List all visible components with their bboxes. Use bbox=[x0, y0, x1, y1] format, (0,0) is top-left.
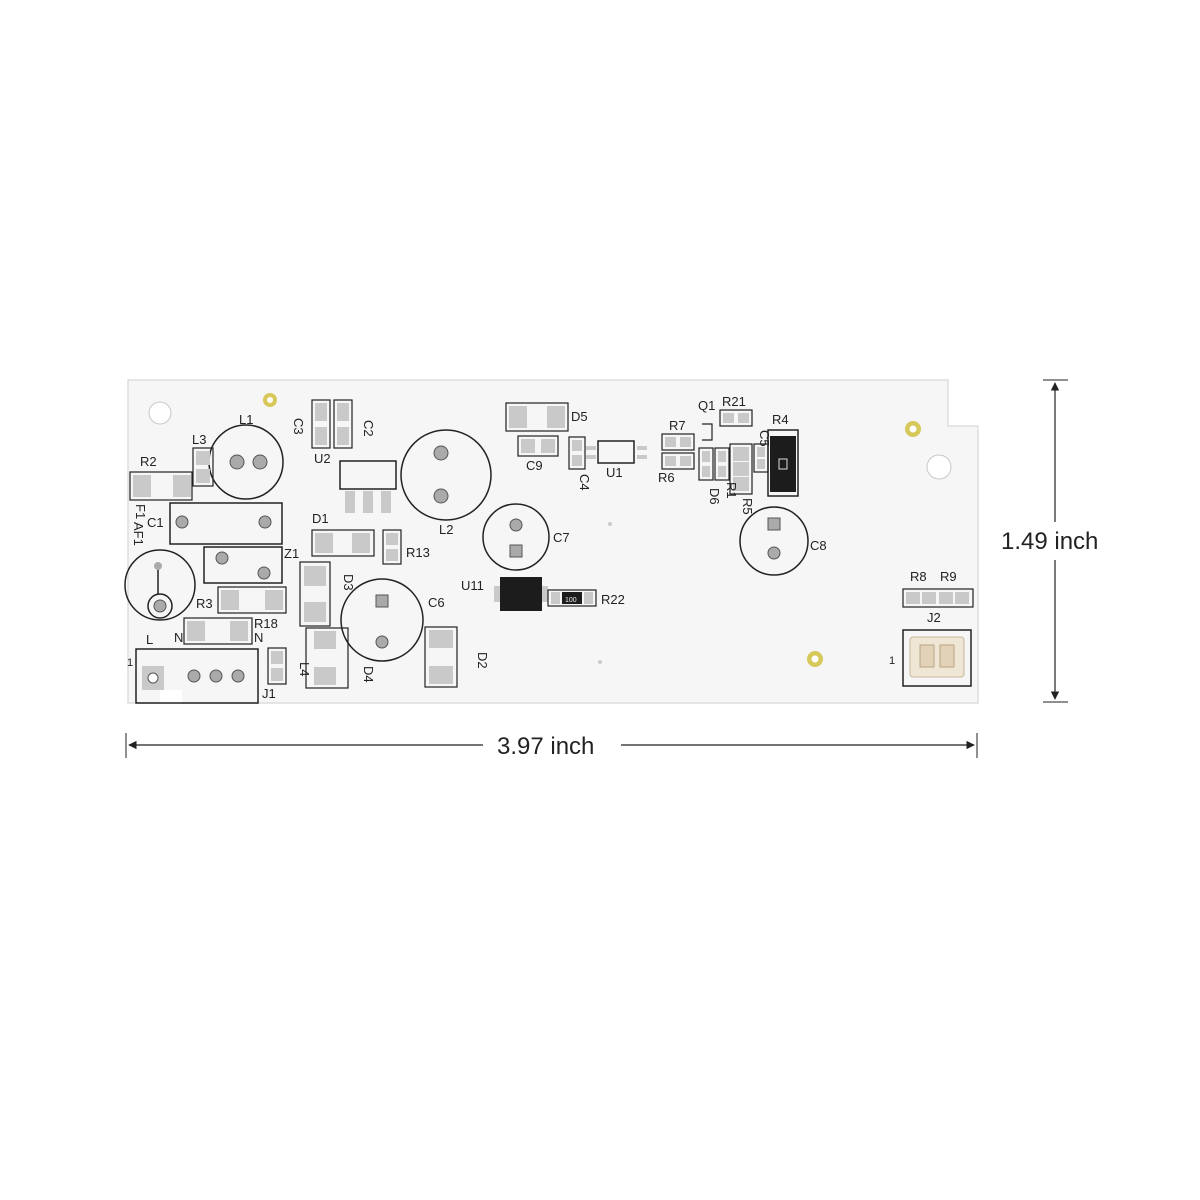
label-terminal-n: N bbox=[174, 630, 183, 645]
capacitor-c6 bbox=[340, 578, 424, 662]
label-r2: R2 bbox=[140, 454, 157, 469]
fuse-f1 bbox=[124, 549, 196, 621]
resistor-r4 bbox=[767, 429, 799, 497]
label-j2: J2 bbox=[927, 610, 941, 625]
capacitor-c3 bbox=[311, 399, 331, 449]
label-d3: D3 bbox=[341, 574, 356, 591]
height-dimension: 1.49 inch bbox=[1001, 379, 1098, 703]
chip-u11 bbox=[494, 577, 548, 611]
label-c4: C4 bbox=[577, 474, 592, 491]
label-r1: R1 bbox=[724, 482, 739, 499]
resistor-r7 bbox=[661, 433, 695, 451]
chip-u1 bbox=[586, 440, 647, 464]
label-pin1-left: 1 bbox=[127, 657, 133, 669]
label-d1: D1 bbox=[312, 511, 329, 526]
circuit-board: L1 L2 L3 L4 C1 C2 C3 C4 C5 C6 C7 C8 C9 R… bbox=[124, 379, 979, 706]
capacitor-c7 bbox=[482, 503, 550, 571]
label-terminal-l: L bbox=[146, 632, 153, 647]
inductor-l4 bbox=[305, 627, 349, 689]
label-u1: U1 bbox=[606, 465, 623, 480]
resistor-r18 bbox=[183, 617, 253, 645]
label-pin1-right: 1 bbox=[889, 655, 895, 667]
regulator-u2 bbox=[339, 460, 397, 513]
label-l3: L3 bbox=[192, 432, 206, 447]
diode-d5 bbox=[505, 402, 569, 432]
resistor-r5 bbox=[729, 443, 753, 495]
label-j1: J1 bbox=[262, 686, 276, 701]
capacitor-c2 bbox=[333, 399, 353, 449]
resistor-r21 bbox=[719, 409, 753, 427]
label-u11: U11 bbox=[461, 578, 484, 593]
label-r13: R13 bbox=[406, 545, 430, 560]
r22-marking: 100 bbox=[565, 597, 577, 604]
label-r8: R8 bbox=[910, 569, 927, 584]
label-z1: Z1 bbox=[284, 546, 299, 561]
height-label: 1.49 inch bbox=[1001, 528, 1098, 555]
label-terminal-n2: N bbox=[254, 630, 263, 645]
label-l4: L4 bbox=[297, 662, 312, 676]
mount-hole-top-left bbox=[148, 401, 172, 425]
connector-j1 bbox=[135, 647, 287, 704]
diode-d1 bbox=[311, 529, 375, 557]
label-r4: R4 bbox=[772, 412, 789, 427]
label-c2: C2 bbox=[361, 420, 376, 437]
label-f1: F1 bbox=[133, 504, 148, 519]
label-l2: L2 bbox=[439, 522, 453, 537]
label-r7: R7 bbox=[669, 418, 686, 433]
inductor-l3 bbox=[192, 447, 214, 487]
resistor-r22 bbox=[547, 589, 597, 607]
label-d2: D2 bbox=[475, 652, 490, 669]
width-label: 3.97 inch bbox=[497, 733, 594, 760]
label-u2: U2 bbox=[314, 451, 331, 466]
resistor-r2 bbox=[129, 471, 193, 501]
label-r9: R9 bbox=[940, 569, 957, 584]
inductor-l2 bbox=[400, 429, 492, 521]
label-r6: R6 bbox=[658, 470, 675, 485]
label-q1: Q1 bbox=[698, 398, 715, 413]
resistor-r8-r9 bbox=[902, 588, 974, 608]
inductor-l1 bbox=[208, 424, 284, 500]
silkscreen-labels: L1 L2 L3 L4 C1 C2 C3 C4 C5 C6 C7 C8 C9 R… bbox=[127, 394, 957, 701]
width-dimension: 3.97 inch bbox=[125, 733, 978, 760]
label-r3: R3 bbox=[196, 596, 213, 611]
mount-hole-right bbox=[926, 454, 952, 480]
label-c8: C8 bbox=[810, 538, 827, 553]
label-d4: D4 bbox=[361, 666, 376, 683]
resistor-r1 bbox=[714, 447, 730, 481]
diode-d2 bbox=[424, 626, 458, 688]
varistor-z1 bbox=[203, 546, 283, 584]
label-c3: C3 bbox=[291, 418, 306, 435]
resistor-r6 bbox=[661, 452, 695, 470]
diode-d3 bbox=[299, 561, 331, 627]
connector-j2 bbox=[902, 629, 972, 687]
label-r18: R18 bbox=[254, 616, 278, 631]
label-r5: R5 bbox=[740, 498, 755, 515]
label-d6: D6 bbox=[707, 488, 722, 505]
label-c1: C1 bbox=[147, 515, 164, 530]
label-r22: R22 bbox=[601, 592, 625, 607]
transistor-q1 bbox=[702, 423, 713, 441]
resistor-r13 bbox=[382, 529, 402, 565]
label-af1: AF1 bbox=[131, 522, 146, 546]
capacitor-c1 bbox=[169, 502, 283, 545]
label-c5: C5 bbox=[757, 430, 772, 447]
resistor-r3 bbox=[217, 586, 287, 614]
label-d5: D5 bbox=[571, 409, 588, 424]
label-r21: R21 bbox=[722, 394, 746, 409]
label-l1: L1 bbox=[239, 412, 253, 427]
capacitor-c8 bbox=[739, 506, 809, 576]
diode-d6 bbox=[698, 447, 714, 481]
label-c7: C7 bbox=[553, 530, 570, 545]
capacitor-c4 bbox=[568, 436, 586, 470]
capacitor-c9 bbox=[517, 435, 559, 457]
label-c9: C9 bbox=[526, 458, 543, 473]
label-c6: C6 bbox=[428, 595, 445, 610]
